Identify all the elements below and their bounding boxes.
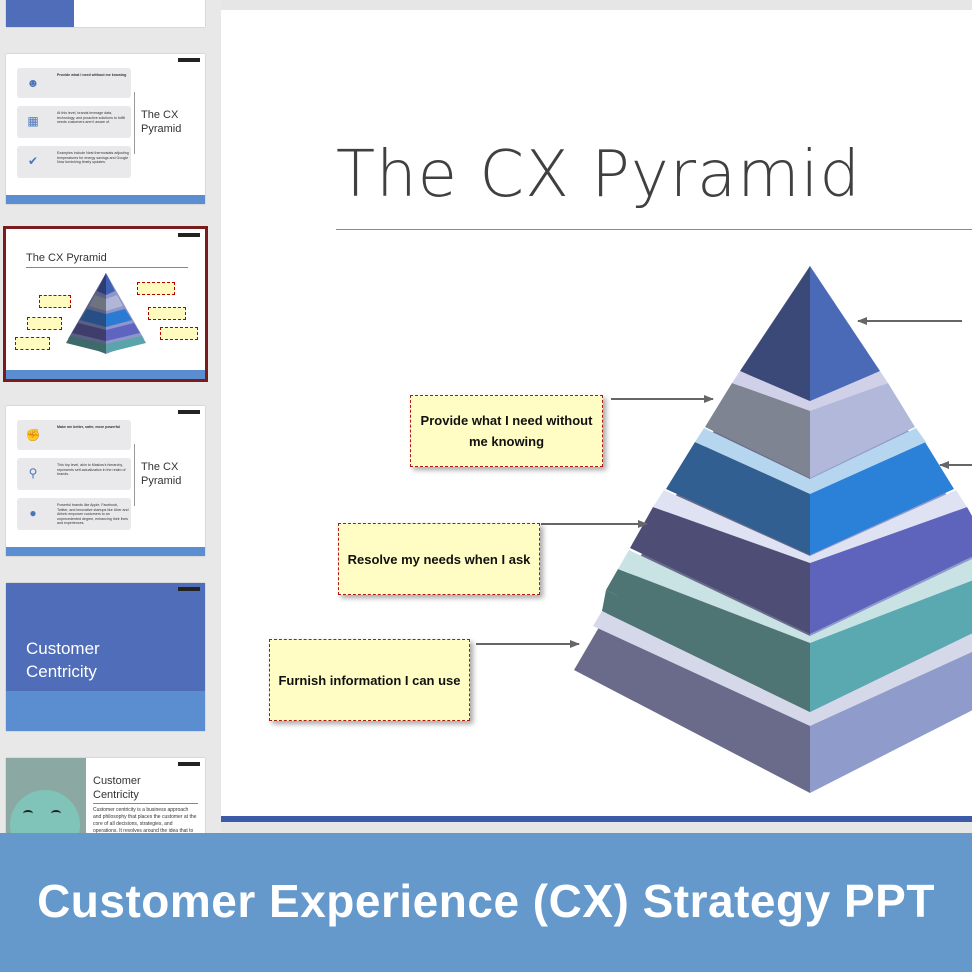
- thumbnail-footer: [6, 547, 205, 556]
- layer-separator: [593, 611, 972, 726]
- thumbnail-row: ☻ Provide what I need without me knowing: [17, 68, 131, 98]
- muscle-icon: ✊: [25, 428, 41, 442]
- thumbnail-row: ⚲ This top level, akin to Maslow's hiera…: [17, 458, 131, 490]
- thumbnail-row-text: Provide what I need without me knowing: [57, 73, 127, 77]
- title-rule: [93, 803, 198, 804]
- thumbnail-note: [160, 327, 198, 340]
- layer-separator: [653, 490, 967, 563]
- thumbnail-title: Customer Centricity: [26, 639, 100, 681]
- thumbnail-row-text: Make me better, safer, more powerful: [57, 425, 121, 429]
- check-icon: ✔: [27, 154, 39, 168]
- thumbnail-row-text: This top level, akin to Maslow's hierarc…: [57, 463, 126, 476]
- slide-title[interactable]: The CX Pyramid: [336, 138, 861, 212]
- thumbnail-row-text: Powerful brands like Apple, Facebook, Tw…: [57, 503, 129, 525]
- divider: [134, 444, 135, 506]
- slide-footer-bar: [221, 816, 972, 822]
- thumbnail-note: [15, 337, 50, 350]
- pyramid-diagram[interactable]: [221, 10, 972, 816]
- logo: [178, 410, 200, 414]
- thumbnail-note: [148, 307, 186, 320]
- pyramid-layer-4[interactable]: [630, 507, 972, 634]
- store-icon: ▦: [27, 114, 39, 128]
- thumbnail-title: The CX Pyramid: [141, 461, 182, 487]
- thumbnail-slide-customer-centricity[interactable]: Customer Centricity Customer centricity …: [6, 758, 205, 838]
- pyramid-layer-3[interactable]: [666, 442, 954, 555]
- layer-separator: [732, 371, 888, 411]
- layer-separator: [695, 428, 926, 494]
- thumbnail-row-text: Examples include Nest thermostats adjust…: [57, 151, 129, 164]
- thumbnail-note: [27, 317, 62, 330]
- thumbnail-footer: [6, 370, 205, 379]
- smiley-eye: [23, 810, 33, 817]
- thumbnail-slide-provide[interactable]: ☻ Provide what I need without me knowing…: [6, 54, 205, 204]
- thumbnail-note: [39, 295, 71, 308]
- logo: [178, 762, 200, 766]
- hierarchy-icon: ⚲: [28, 466, 38, 480]
- thumbnail-row: ✔ Examples include Nest thermostats adju…: [17, 146, 131, 178]
- promo-banner: Customer Experience (CX) Strategy PPT: [0, 833, 972, 972]
- thumbnail-slide-make-better[interactable]: ✊ Make me better, safer, more powerful ⚲…: [6, 406, 205, 556]
- thumbnail-row: ✊ Make me better, safer, more powerful: [17, 420, 131, 450]
- thumbnail-title: The CX Pyramid: [141, 109, 182, 135]
- banner-title: Customer Experience (CX) Strategy PPT: [37, 875, 935, 927]
- logo: [178, 233, 200, 237]
- smiley-photo: [6, 758, 86, 838]
- title-rule: [336, 229, 972, 230]
- thumbnail-title: Customer Centricity: [93, 775, 141, 801]
- thumbnail-slide-pyramid[interactable]: The CX Pyramid: [3, 226, 208, 382]
- smiley-face: [10, 790, 80, 838]
- pyramid-layer-top[interactable]: [740, 266, 880, 401]
- thumbnail-row-text: At this level, brands leverage data, tec…: [57, 111, 126, 124]
- slide-canvas[interactable]: The CX Pyramid: [221, 10, 972, 816]
- thumbnail-title: The CX Pyramid: [26, 252, 107, 264]
- note-furnish[interactable]: Furnish information I can use: [269, 639, 470, 721]
- slide-thumbnail-pane[interactable]: ☻ Provide what I need without me knowing…: [0, 0, 221, 838]
- logo: [178, 587, 200, 591]
- thumbnail-row: ● Powerful brands like Apple, Facebook, …: [17, 498, 131, 530]
- note-provide[interactable]: Provide what I need without me knowing: [410, 395, 603, 467]
- thumbnail-row: ▦ At this level, brands leverage data, t…: [17, 106, 131, 138]
- apple-icon: ●: [29, 506, 37, 520]
- brain-icon: ☻: [26, 76, 40, 90]
- logo: [178, 58, 200, 62]
- thumbnail-partial-fill: [6, 0, 74, 27]
- pyramid-layer-2[interactable]: [705, 383, 915, 478]
- thumbnail-slide-section[interactable]: Customer Centricity: [6, 583, 205, 731]
- smiley-eye: [51, 810, 61, 817]
- note-resolve[interactable]: Resolve my needs when I ask: [338, 523, 540, 595]
- layer-separator: [618, 550, 972, 643]
- thumbnail-footer: [6, 195, 205, 204]
- section-header-fill: [6, 583, 205, 691]
- thumbnail-pyramid-icon: [66, 273, 146, 354]
- title-rule: [26, 267, 188, 268]
- thumbnail-note: [137, 282, 175, 295]
- divider: [134, 92, 135, 154]
- pyramid-layer-5[interactable]: [602, 569, 972, 712]
- thumbnail-slide-partial[interactable]: [6, 0, 205, 27]
